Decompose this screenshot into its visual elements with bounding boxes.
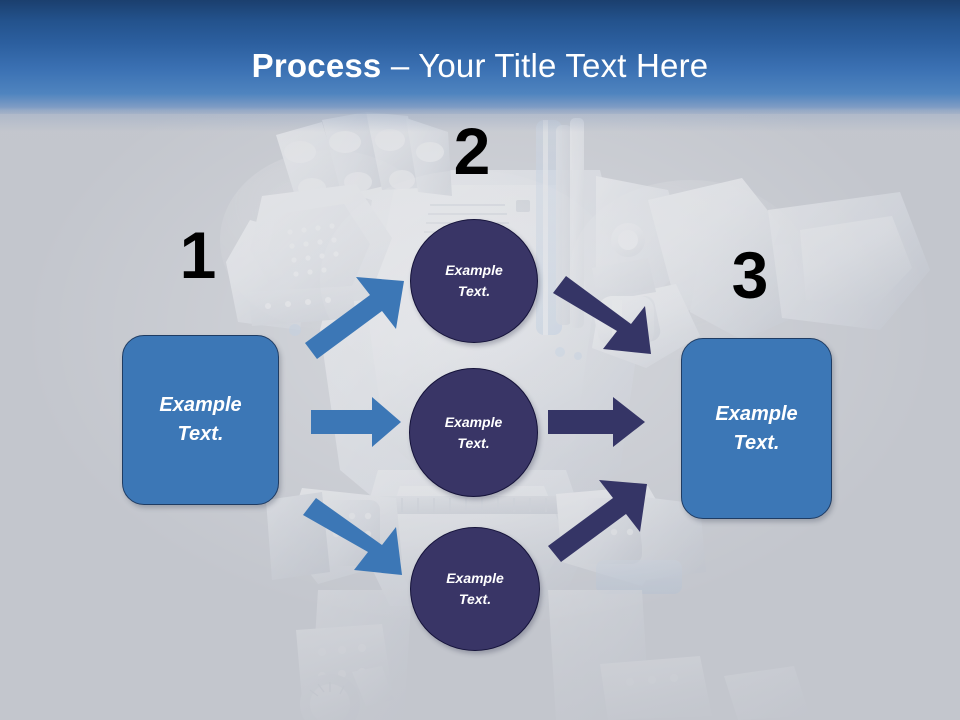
arrow-right-bottom[interactable] bbox=[548, 480, 647, 562]
title-banner: Process – Your Title Text Here bbox=[0, 0, 960, 132]
right-process-box[interactable]: Example Text. bbox=[681, 338, 832, 519]
page-title: Process – Your Title Text Here bbox=[0, 46, 960, 86]
title-light: Your Title Text Here bbox=[418, 47, 709, 84]
process-circle-bottom-label: Example Text. bbox=[446, 570, 504, 607]
process-circle-middle[interactable]: Example Text. bbox=[409, 368, 538, 497]
arrow-left-middle[interactable] bbox=[311, 397, 401, 447]
step-number-3: 3 bbox=[731, 238, 769, 312]
step-number-2: 2 bbox=[453, 114, 491, 188]
arrow-left-down[interactable] bbox=[303, 498, 402, 575]
process-circle-top[interactable]: Example Text. bbox=[410, 219, 538, 343]
process-circle-top-label: Example Text. bbox=[445, 262, 503, 299]
arrow-right-top[interactable] bbox=[553, 276, 651, 354]
step-number-1: 1 bbox=[179, 218, 217, 292]
right-process-box-label: Example Text. bbox=[715, 402, 798, 454]
title-separator: – bbox=[381, 47, 419, 84]
title-strong: Process bbox=[251, 47, 382, 84]
process-circle-bottom[interactable]: Example Text. bbox=[410, 527, 540, 651]
process-circle-middle-label: Example Text. bbox=[444, 413, 503, 451]
arrow-right-middle[interactable] bbox=[548, 397, 645, 447]
left-process-box[interactable]: Example Text. bbox=[122, 335, 279, 505]
left-process-box-label: Example Text. bbox=[159, 394, 242, 445]
arrow-left-up[interactable] bbox=[305, 277, 404, 359]
